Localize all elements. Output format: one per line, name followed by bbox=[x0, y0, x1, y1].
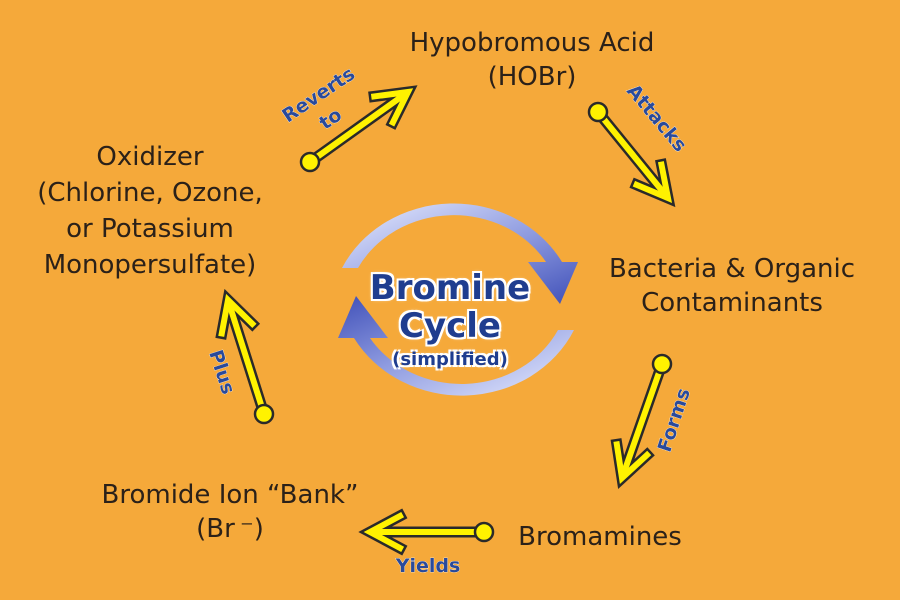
edge-label-to: to bbox=[315, 104, 346, 135]
cycle-arrow-bottom bbox=[338, 296, 574, 396]
arrow-plus bbox=[215, 288, 275, 425]
node-bacteria-line1: Bacteria & Organic bbox=[608, 254, 856, 284]
edge-label-forms: Forms bbox=[654, 385, 695, 454]
node-hypobromous-line1: Hypobromous Acid bbox=[409, 28, 655, 58]
node-bromide-line1: Bromide Ion “Bank” bbox=[101, 480, 359, 510]
cycle-arrows bbox=[338, 203, 578, 396]
arrow-forms bbox=[610, 353, 673, 490]
node-bromamines: Bromamines bbox=[518, 522, 682, 552]
node-oxidizer-line1: Oxidizer bbox=[96, 142, 204, 172]
edge-label-plus: Plus bbox=[204, 347, 239, 397]
node-oxidizer-line2: (Chlorine, Ozone, bbox=[37, 178, 263, 208]
node-bacteria-line2: Contaminants bbox=[641, 288, 823, 318]
arrow-yields bbox=[358, 508, 495, 556]
node-oxidizer-line3: or Potassium bbox=[66, 214, 234, 244]
center-subtitle: (simplified) bbox=[392, 349, 508, 370]
node-oxidizer-line4: Monopersulfate) bbox=[43, 250, 257, 280]
node-bromide-line2: (Br ⁻) bbox=[196, 514, 264, 544]
center-title-line1: Bromine bbox=[369, 268, 531, 308]
arrow-attacks bbox=[587, 101, 676, 208]
node-hypobromous-line2: (HOBr) bbox=[487, 62, 577, 92]
center-title-line2: Cycle bbox=[399, 306, 501, 346]
edge-label-yields: Yields bbox=[395, 555, 461, 577]
cycle-arrow-top bbox=[342, 203, 578, 304]
arrow-reverts-to bbox=[299, 85, 418, 173]
